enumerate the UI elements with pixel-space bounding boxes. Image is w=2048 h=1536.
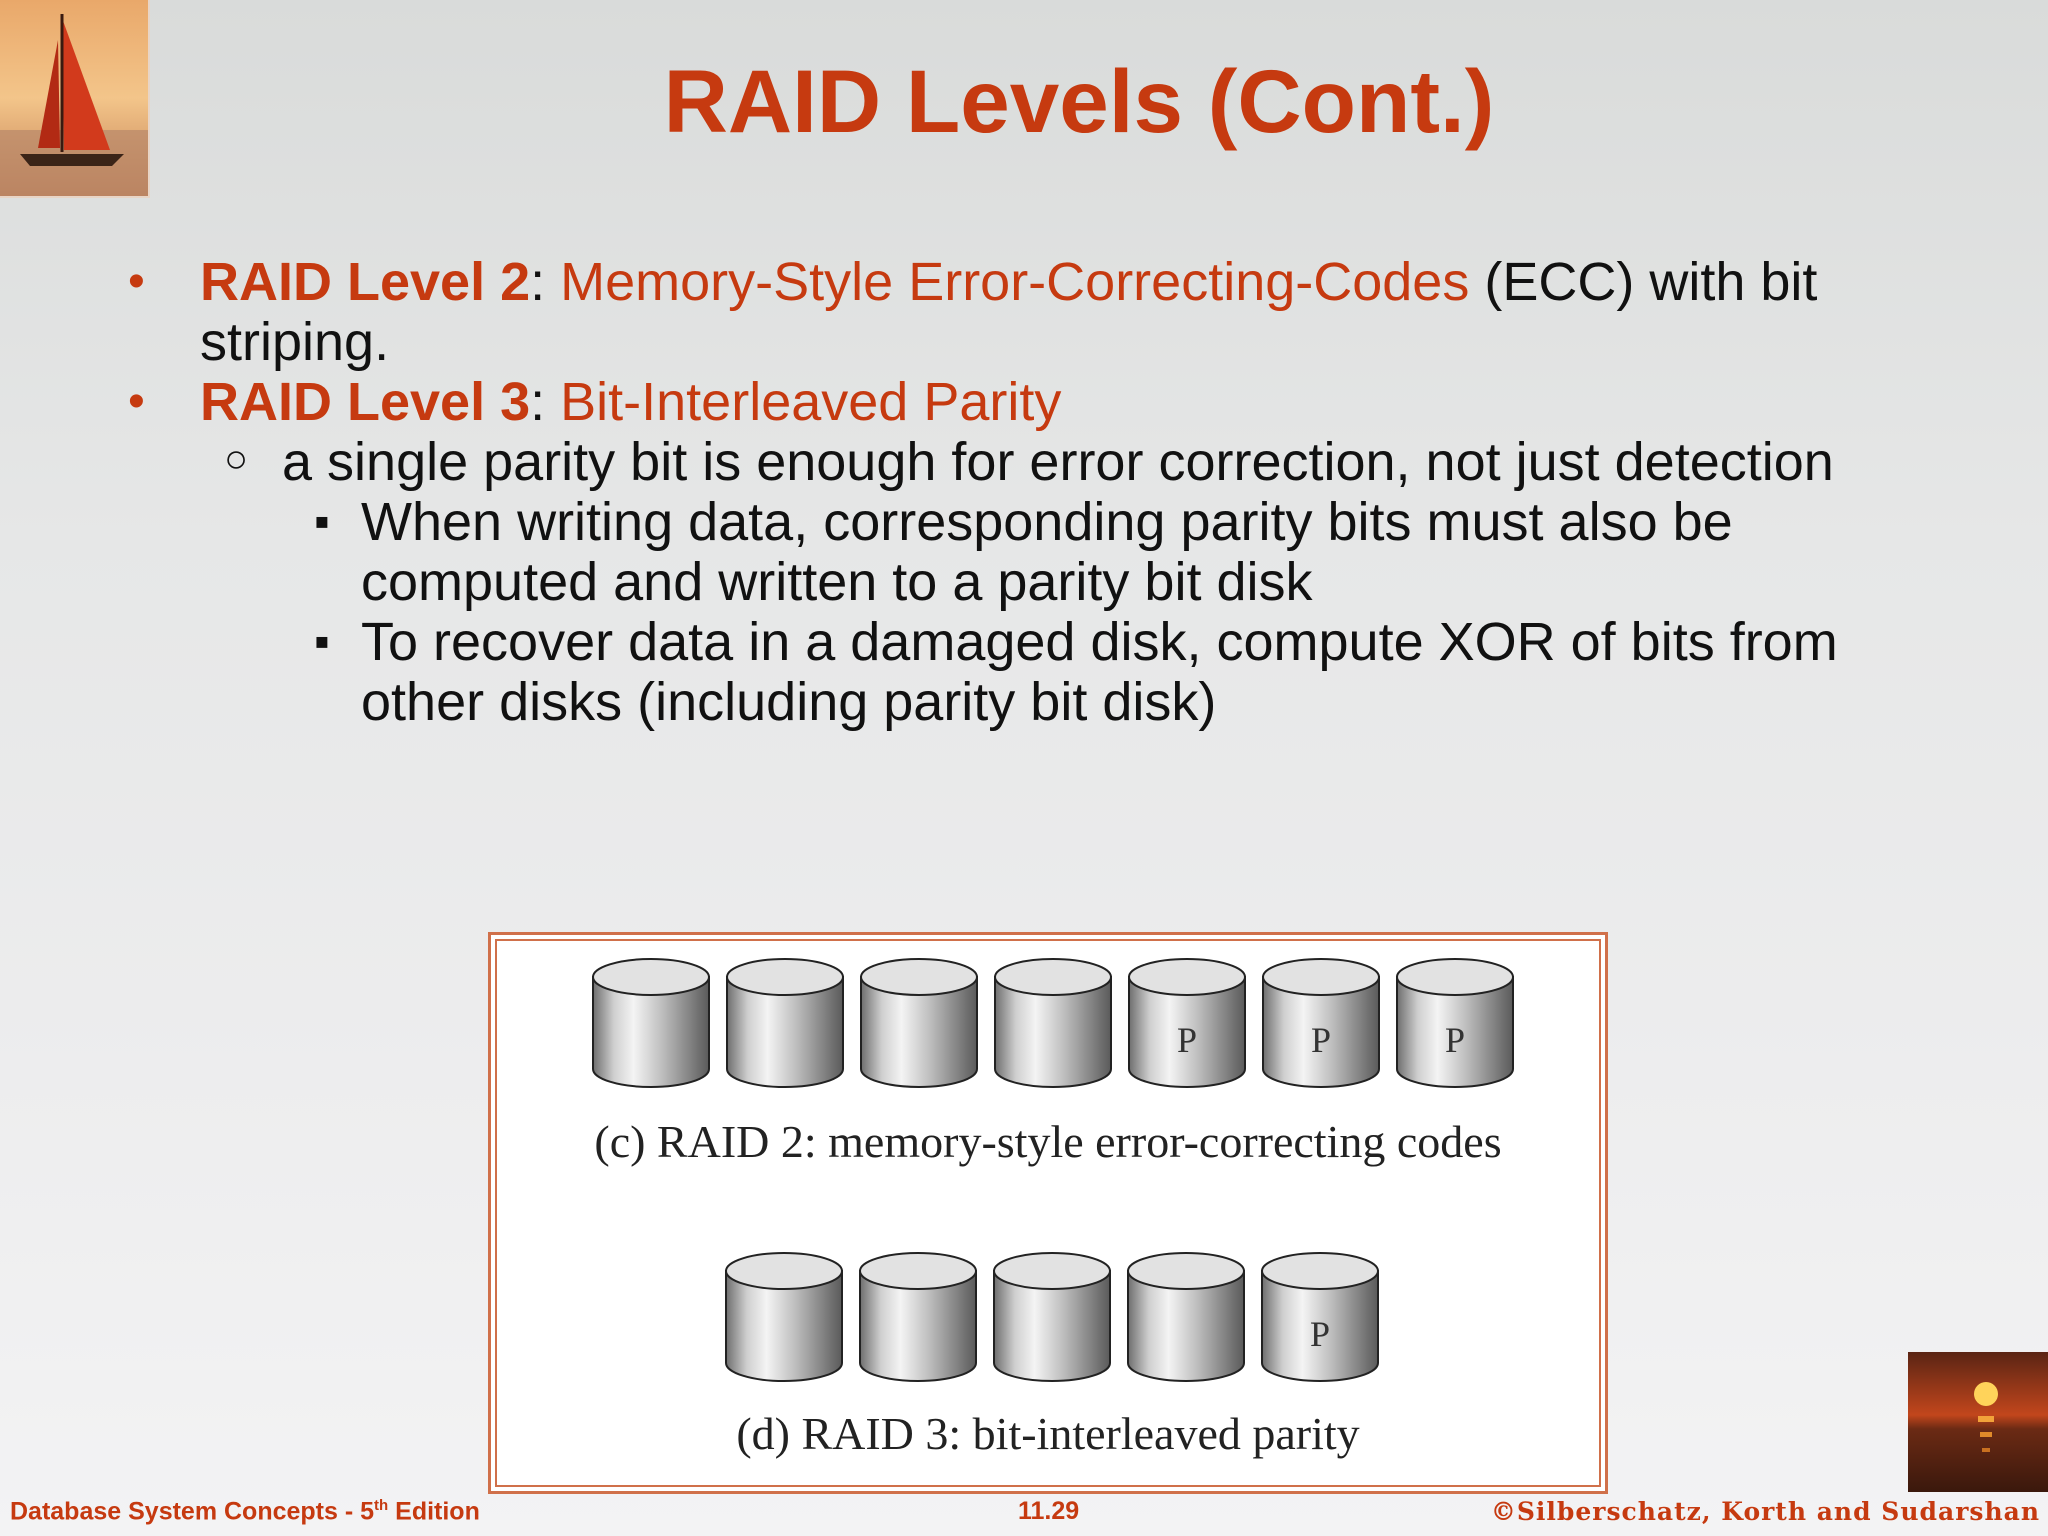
circle-bullet-icon: ○	[224, 437, 249, 481]
raid2-disk-7: P	[1395, 957, 1515, 1089]
sub-bullet-text: a single parity bit is enough for error …	[282, 432, 1834, 492]
disk-cylinder-icon	[1396, 958, 1514, 1088]
page-number: 11.29	[1018, 1497, 1080, 1525]
disk-cylinder-icon	[1127, 1252, 1245, 1382]
footer-book-title: Database System Concepts - 5	[10, 1497, 375, 1525]
disk-cylinder-icon	[1262, 958, 1380, 1088]
disk-cylinder-icon	[1128, 958, 1246, 1088]
raid3-disk-1	[724, 1251, 844, 1383]
disk-cylinder-icon	[592, 958, 710, 1088]
raid3-disk-2	[858, 1251, 978, 1383]
square-bullet-icon: ▪	[314, 497, 330, 546]
parity-label: P	[1310, 1020, 1332, 1060]
sub-sub-bullet-text: To recover data in a damaged disk, compu…	[361, 612, 1838, 732]
slide-content: • RAID Level 2: Memory-Style Error-Corre…	[128, 252, 1928, 732]
bullet-term: Bit-Interleaved Parity	[560, 372, 1062, 432]
footer-left: Database System Concepts - 5th Edition	[10, 1497, 480, 1526]
bullet-term: Memory-Style Error-Correcting-Codes	[560, 252, 1470, 312]
raid3-caption: (d) RAID 3: bit-interleaved parity	[736, 1408, 1360, 1459]
disk-cylinder-icon	[860, 958, 978, 1088]
disk-cylinder-icon	[726, 958, 844, 1088]
sub-sub-bullet-writing: ▪ When writing data, corresponding parit…	[128, 492, 1928, 612]
disk-cylinder-icon	[1261, 1252, 1379, 1382]
disk-cylinder-icon	[859, 1252, 977, 1382]
disk-cylinder-icon	[993, 1252, 1111, 1382]
raid3-disk-row: P	[724, 1251, 1380, 1383]
raid2-disk-row: P P P	[591, 957, 1515, 1089]
raid3-disk-3	[992, 1251, 1112, 1383]
bullet-raid-level-2: • RAID Level 2: Memory-Style Error-Corre…	[128, 252, 1928, 372]
raid3-disk-5: P	[1260, 1251, 1380, 1383]
bullet-text: (ECC) with bit striping.	[200, 252, 1818, 372]
sunset-logo	[1908, 1352, 2048, 1492]
bullet-label: RAID Level 3	[200, 372, 531, 432]
raid2-disk-6: P	[1261, 957, 1381, 1089]
parity-label: P	[1309, 1314, 1331, 1354]
raid2-caption: (c) RAID 2: memory-style error-correctin…	[594, 1116, 1502, 1167]
disk-cylinder-icon	[725, 1252, 843, 1382]
parity-label: P	[1444, 1020, 1466, 1060]
sub-sub-bullet-recover: ▪ To recover data in a damaged disk, com…	[128, 612, 1928, 732]
bullet-raid-level-3: • RAID Level 3: Bit-Interleaved Parity	[128, 372, 1928, 432]
raid2-disk-1	[591, 957, 711, 1089]
footer-superscript: th	[374, 1496, 389, 1514]
bullet-separator: :	[530, 372, 561, 432]
sailboat-logo	[0, 0, 150, 198]
footer-edition: Edition	[388, 1497, 480, 1525]
bullet-separator: :	[530, 252, 561, 312]
raid3-disk-4	[1126, 1251, 1246, 1383]
raid2-disk-4	[993, 957, 1113, 1089]
raid2-disk-3	[859, 957, 979, 1089]
bullet-dot-icon: •	[128, 255, 145, 308]
disk-cylinder-icon	[994, 958, 1112, 1088]
sub-bullet-parity: ○ a single parity bit is enough for erro…	[128, 432, 1928, 492]
raid2-disk-2	[725, 957, 845, 1089]
sub-sub-bullet-text: When writing data, corresponding parity …	[361, 492, 1733, 612]
square-bullet-icon: ▪	[314, 617, 330, 666]
bullet-label: RAID Level 2	[200, 252, 531, 312]
raid-diagram: P P P (c) RAID 2: memory-style error-cor…	[488, 932, 1608, 1494]
bullet-dot-icon: •	[128, 375, 145, 428]
parity-label: P	[1176, 1020, 1198, 1060]
slide-title: RAID Levels (Cont.)	[663, 51, 1495, 151]
raid2-disk-5: P	[1127, 957, 1247, 1089]
footer-copyright: ©Silberschatz, Korth and Sudarshan	[1490, 1497, 2040, 1526]
